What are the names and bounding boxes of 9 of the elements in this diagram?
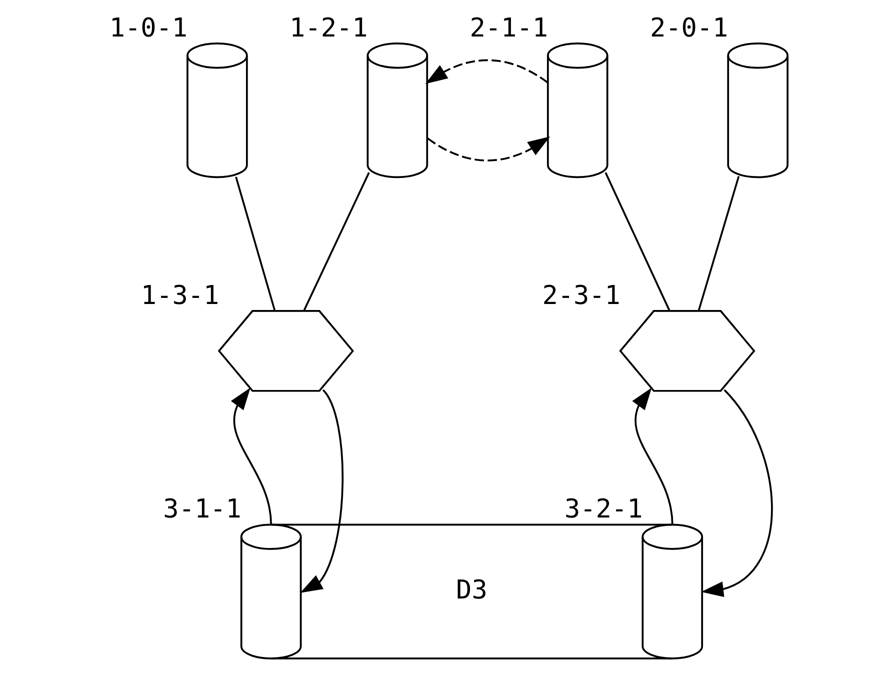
- node-label: 2-1-1: [469, 13, 548, 44]
- node-label: 3-1-1: [162, 494, 241, 525]
- node-label: 3-2-1: [564, 494, 642, 525]
- node-label: 2-0-1: [649, 13, 728, 44]
- label: D3: [456, 575, 487, 606]
- node-label: 2-3-1: [542, 280, 620, 311]
- node-label: 1-0-1: [108, 13, 188, 44]
- node-label: 1-3-1: [140, 280, 219, 311]
- node-label: 1-2-1: [289, 13, 368, 44]
